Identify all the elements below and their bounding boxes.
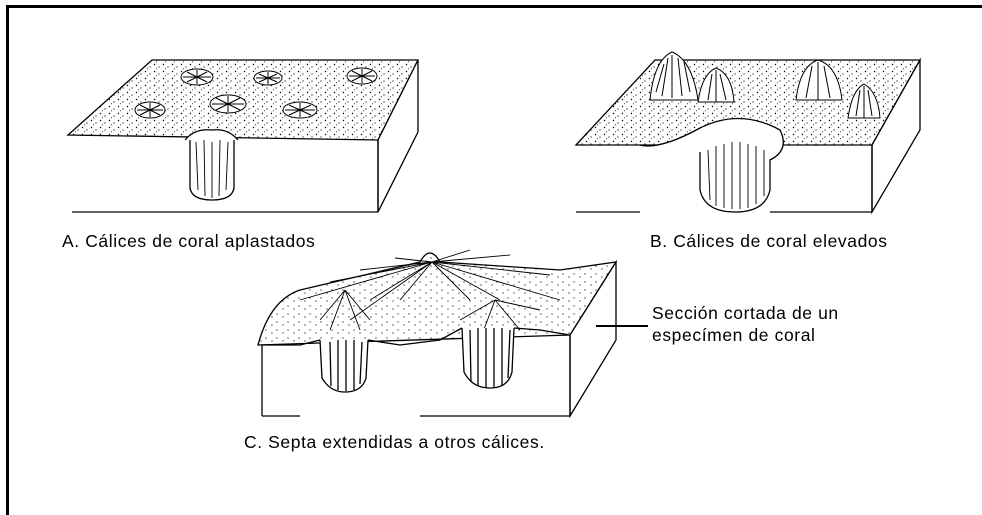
cut-section-annotation: Sección cortada de un especímen de coral [652,302,839,346]
panel-b-block [576,52,920,212]
annotation-line-1: Sección cortada de un [652,302,839,324]
caption-panel-b: B. Cálices de coral elevados [650,231,888,252]
caption-panel-c: C. Septa extendidas a otros cálices. [244,432,545,453]
panel-c-block [258,250,616,416]
annotation-line-2: especímen de coral [652,324,839,346]
caption-panel-a: A. Cálices de coral aplastados [62,231,315,252]
panel-a-block [68,60,418,212]
